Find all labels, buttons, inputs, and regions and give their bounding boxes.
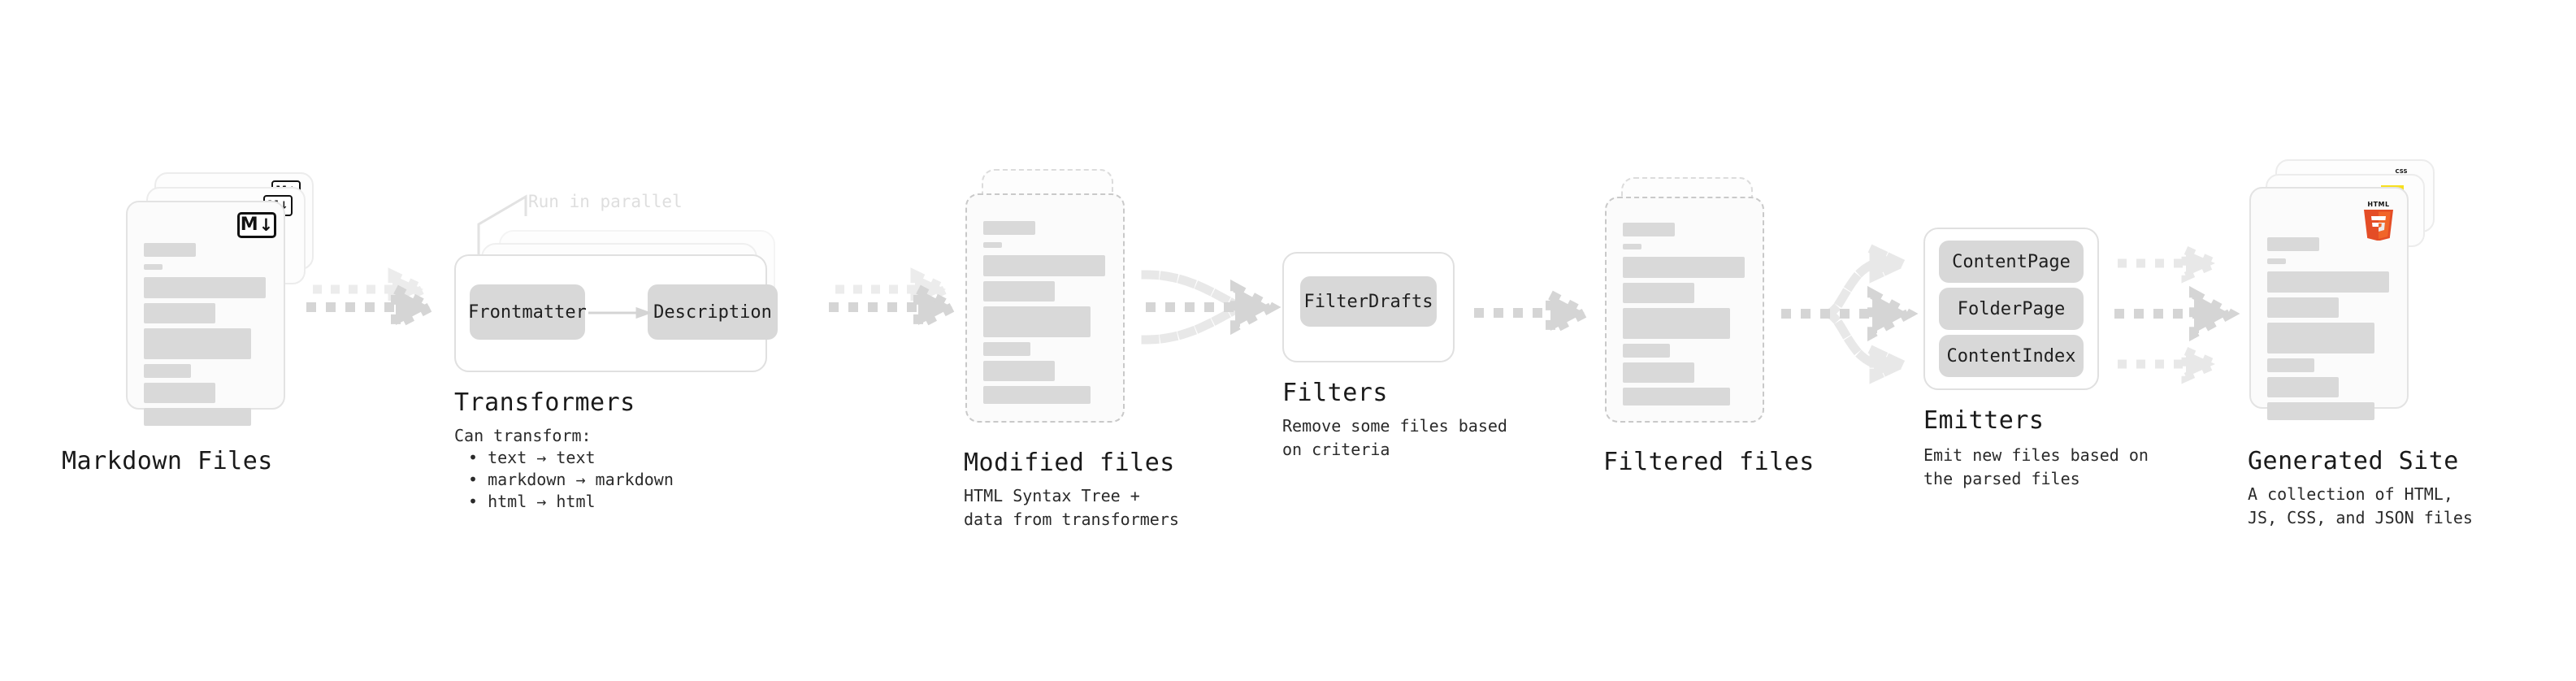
stage-desc-filters: Remove some files based on criteria (1282, 416, 1507, 459)
html5-icon: HTML (2364, 201, 2393, 241)
skeleton-bar (144, 383, 215, 403)
stage-title-transformers: Transformers (454, 388, 635, 417)
transformer-bullet-1: • markdown → markdown (468, 470, 674, 489)
emitter-node-contentpage[interactable]: ContentPage (1939, 241, 2084, 283)
skeleton-bar (2267, 377, 2339, 397)
stage-desc-modified-files: HTML Syntax Tree + data from transformer… (964, 486, 1179, 529)
skeleton-bar (983, 255, 1105, 276)
arrow-transformers-to-modified (829, 267, 963, 333)
stage-title-generated-site: Generated Site (2248, 447, 2459, 475)
transformer-node-description[interactable]: Description (648, 284, 778, 340)
emitter-node-folderpage[interactable]: FolderPage (1939, 288, 2084, 330)
stage-title-modified-files: Modified files (964, 449, 1175, 477)
stage-title-filtered-files: Filtered files (1603, 448, 1815, 476)
skeleton-bar (983, 242, 1002, 248)
stage-title-emitters: Emitters (1923, 406, 2045, 435)
skeleton-bar (1623, 388, 1730, 406)
skeleton-bar (1623, 283, 1694, 303)
filtered-card-front (1605, 197, 1764, 423)
svg-text:HTML: HTML (2367, 201, 2389, 208)
transformer-bullet-text: markdown → markdown (488, 470, 674, 489)
skeleton-bar (1623, 308, 1730, 339)
skeleton-bar (2267, 258, 2286, 264)
arrow-filters-to-filtered (1474, 287, 1595, 339)
skeleton-bar (2267, 271, 2389, 293)
stage-desc-emitters: Emit new files based on the parsed files (1923, 445, 2149, 488)
skeleton-bar (144, 264, 163, 270)
filter-node-filterdrafts[interactable]: FilterDrafts (1300, 276, 1437, 327)
arrow-markdown-to-transformers (306, 267, 440, 333)
markdown-arrow: ↓ (258, 215, 274, 235)
skeleton-bar (983, 306, 1091, 337)
skeleton-bar (1623, 223, 1675, 236)
markdown-card-front: M ↓ (126, 201, 285, 426)
arrow-filtered-to-emitters (1781, 243, 1919, 384)
skeleton-bar (1623, 344, 1670, 358)
skeleton-bar (983, 361, 1055, 381)
skeleton-bar (144, 364, 191, 378)
skeleton-bar (2267, 237, 2319, 251)
transformer-bullet-text: text → text (488, 448, 596, 467)
skeleton-bar (144, 277, 266, 298)
skeleton-bar (2267, 297, 2339, 318)
skeleton-bar (983, 281, 1055, 301)
emitter-node-contentindex[interactable]: ContentIndex (1939, 335, 2084, 377)
skeleton-bar (144, 408, 251, 426)
markdown-arrow: ↓ (280, 199, 288, 212)
markdown-letter: M (240, 215, 258, 235)
stage-desc-transformers: Can transform: (454, 426, 592, 445)
transformer-node-frontmatter[interactable]: Frontmatter (468, 284, 587, 340)
skeleton-bar (1623, 362, 1694, 383)
skeleton-bar (1623, 244, 1641, 249)
arrow-emitters-to-site (2114, 243, 2240, 384)
skeleton-bar (144, 243, 196, 257)
transformer-bullet-2: • html → html (468, 492, 596, 511)
stage-title-filters: Filters (1282, 379, 1388, 407)
skeleton-bar (144, 303, 215, 323)
transformer-bullet-text: html → html (488, 492, 596, 511)
skeleton-bar (144, 328, 251, 359)
skeleton-bar (1623, 257, 1745, 278)
skeleton-bar (2267, 358, 2314, 372)
markdown-icon: M ↓ (237, 212, 276, 238)
stage-title-markdown-files: Markdown Files (62, 447, 273, 475)
modified-card-front (965, 193, 1125, 423)
arrow-modified-to-filters (1141, 270, 1281, 345)
skeleton-bar (983, 342, 1030, 356)
skeleton-bar (983, 386, 1091, 404)
stage-desc-generated-site: A collection of HTML, JS, CSS, and JSON … (2248, 484, 2473, 527)
run-in-parallel-label: Run in parallel (528, 192, 683, 211)
skeleton-bar (2267, 402, 2374, 420)
skeleton-bar (2267, 323, 2374, 354)
site-card-front: HTML (2249, 187, 2409, 420)
transformer-bullet-0: • text → text (468, 448, 596, 467)
skeleton-bar (983, 221, 1035, 235)
